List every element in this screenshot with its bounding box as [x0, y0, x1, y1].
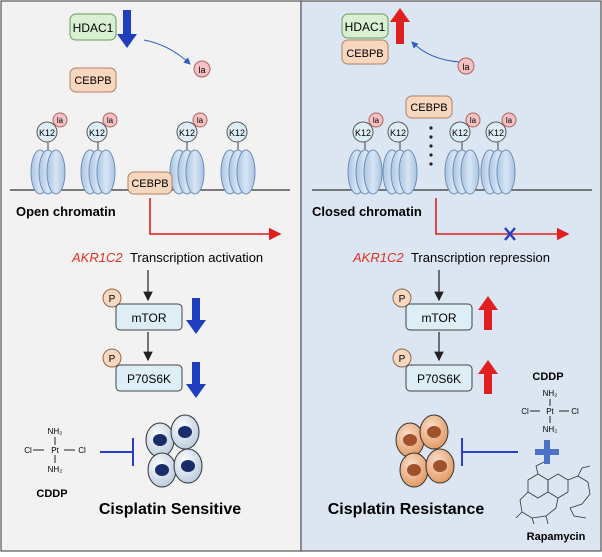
right-hdac1-up-arrow-icon: [390, 8, 410, 44]
right-resistant-cells: [395, 414, 455, 488]
left-hdac1-label: HDAC1: [73, 21, 114, 35]
svg-text:Pt: Pt: [546, 407, 554, 416]
right-rapamycin-structure: [515, 461, 591, 525]
svg-text:Cl: Cl: [78, 446, 86, 455]
right-la-recruit-arrow: [411, 41, 461, 63]
left-la-free: la: [193, 60, 211, 78]
svg-text:CEBPB: CEBPB: [131, 178, 168, 190]
svg-text:la: la: [107, 116, 114, 125]
svg-text:CEBPB: CEBPB: [74, 75, 111, 87]
svg-text:Cl: Cl: [24, 446, 32, 455]
svg-text:K12: K12: [355, 128, 371, 138]
svg-text:la: la: [470, 116, 477, 125]
left-hdac1-box: [69, 13, 117, 41]
svg-text:K12: K12: [39, 128, 55, 138]
right-p70s6k: P P70S6K: [392, 348, 498, 394]
right-transcription-line: AKR1C2 Transcription repression: [352, 250, 550, 265]
right-mtor-up-arrow-icon: [478, 296, 498, 330]
svg-text:CEBPB: CEBPB: [410, 102, 447, 114]
left-chromatin-state: Open chromatin: [16, 204, 116, 219]
right-plus-icon: [535, 440, 559, 464]
left-transcription-arrow: [149, 198, 282, 241]
svg-text:P: P: [399, 294, 406, 305]
svg-text:Pt: Pt: [51, 446, 59, 455]
left-la-release-arrow: [143, 39, 191, 65]
left-inhibition-line: [100, 438, 134, 466]
svg-text:NH₂: NH₂: [48, 427, 63, 436]
svg-text:la: la: [506, 116, 513, 125]
svg-text:Cl: Cl: [521, 407, 529, 416]
left-transcription-line: AKR1C2 Transcription activation: [71, 250, 263, 265]
right-chromatin-state: Closed chromatin: [312, 204, 422, 219]
svg-text:mTOR: mTOR: [421, 311, 456, 325]
left-hdac1-group: HDAC1: [69, 10, 137, 48]
right-cebpb-top: CEBPB: [405, 95, 453, 119]
right-block-x-icon: [504, 227, 516, 241]
svg-text:NH₂: NH₂: [543, 389, 558, 398]
svg-text:K12: K12: [452, 128, 468, 138]
right-dotted-connector: [429, 126, 433, 166]
right-la-free: la: [457, 57, 475, 75]
svg-text:mTOR: mTOR: [131, 311, 166, 325]
svg-text:P70S6K: P70S6K: [417, 372, 461, 386]
right-outcome: Cisplatin Resistance: [328, 501, 485, 518]
svg-text:NH₂: NH₂: [48, 465, 63, 474]
svg-text:P: P: [399, 354, 406, 365]
svg-text:P: P: [109, 294, 116, 305]
right-p70s6k-up-arrow-icon: [478, 360, 498, 394]
svg-text:K12: K12: [229, 128, 245, 138]
svg-text:CEBPB: CEBPB: [346, 48, 383, 60]
svg-text:la: la: [57, 116, 64, 125]
left-p70s6k-down-arrow-icon: [186, 362, 206, 398]
svg-text:K12: K12: [179, 128, 195, 138]
right-combo-drug-label: Rapamycin: [527, 531, 586, 543]
left-hdac1-down-arrow-icon: [117, 10, 137, 48]
left-cebpb-free: CEBPB: [69, 67, 117, 93]
svg-text:HDAC1: HDAC1: [345, 20, 386, 34]
svg-text:K12: K12: [89, 128, 105, 138]
right-hdac1-group: HDAC1 CEBPB: [341, 8, 410, 65]
left-cebpb-bound: CEBPB: [127, 171, 173, 195]
svg-text:Cl: Cl: [571, 407, 579, 416]
svg-text:P70S6K: P70S6K: [127, 372, 171, 386]
svg-text:la: la: [462, 62, 469, 72]
left-drug-label: CDDP: [36, 488, 67, 500]
svg-text:NH₂: NH₂: [543, 425, 558, 434]
left-mtor-down-arrow-icon: [186, 298, 206, 334]
svg-text:K12: K12: [390, 128, 406, 138]
right-cisplatin-structure: NH₂ Cl Pt Cl NH₂: [521, 389, 579, 434]
right-drug-label: CDDP: [532, 371, 563, 383]
left-sensitive-cells: [145, 414, 203, 488]
svg-text:la: la: [373, 116, 380, 125]
left-cisplatin-structure: NH₂ Cl Pt Cl NH₂: [24, 427, 86, 474]
left-mtor: P mTOR: [102, 288, 206, 334]
right-inhibition-line: [461, 438, 518, 466]
right-transcription-arrow: [435, 198, 570, 241]
svg-text:K12: K12: [488, 128, 504, 138]
left-p70s6k: P P70S6K: [102, 348, 206, 398]
left-outcome: Cisplatin Sensitive: [99, 501, 241, 518]
svg-text:la: la: [198, 65, 205, 75]
svg-text:P: P: [109, 354, 116, 365]
svg-text:la: la: [197, 116, 204, 125]
right-mtor: P mTOR: [392, 288, 498, 331]
